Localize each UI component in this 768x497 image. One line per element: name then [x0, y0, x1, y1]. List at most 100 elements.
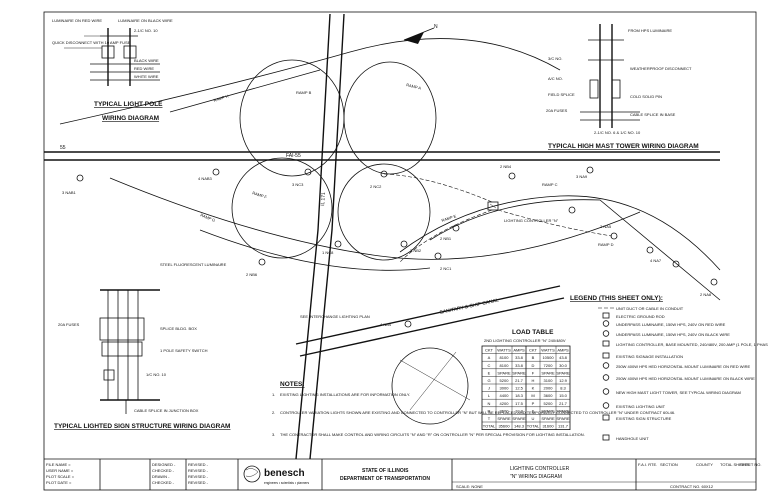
ss-note-5: 1/C NO. 10 [146, 372, 167, 377]
high-mast-icon [602, 388, 610, 395]
hm-title: TYPICAL HIGH MAST TOWER WIRING DIAGRAM [548, 143, 699, 150]
light-fixture-icon [380, 170, 388, 178]
light-fixture-icon [646, 246, 654, 254]
designed-label: DESIGNED - [152, 462, 176, 467]
firm-name: benesch [264, 468, 305, 479]
svg-text:3.: 3. [272, 432, 275, 437]
light-fixture-icon [404, 320, 412, 328]
legend-block: LEGEND (THIS SHEET ONLY): UNIT DUCT OR C… [570, 295, 768, 441]
revised-label-1: REVISED - [188, 462, 209, 467]
ramp-label-f: RAMP F [252, 190, 268, 200]
hm-note-6: FIELD SPLICE [548, 92, 575, 97]
load-table-cell: SPARE [512, 416, 526, 421]
light-fixture-icon [452, 224, 460, 232]
sign-structure-diagram: STEEL FLUORESCENT LUMINAIRE 20A FUSES SP… [54, 262, 230, 430]
lp-note-2: LUMINAIRE ON BLACK WIRE [118, 18, 173, 23]
load-table-cell: 148.3 [514, 424, 525, 429]
load-table-header: AMPS [557, 348, 569, 353]
load-table-cell: 10.8 [515, 408, 524, 413]
load-table-cell: 21.7 [515, 378, 524, 383]
light-label: 2 NB1 [440, 236, 452, 241]
load-table: LOAD TABLE 2ND LIGHTING CONTROLLER "N" 2… [481, 329, 571, 430]
plot-date-label: PLOT DATE = [46, 480, 72, 485]
high-mast-diagram: FROM HPS LUMINAIRE 3/C NO. A/C NO. WEATH… [546, 24, 699, 150]
load-table-cell: N [488, 401, 491, 406]
canal-bottom [299, 297, 565, 357]
light-fixture-icon [672, 260, 680, 268]
revised-label-2: REVISED - [188, 468, 209, 473]
ramp-label-e: RAMP E [441, 213, 457, 223]
ss-note-1: STEEL FLUORESCENT LUMINAIRE [160, 262, 227, 267]
load-table-cell: 2000 [544, 386, 554, 391]
revised-label-3: REVISED - [188, 474, 209, 479]
svg-text:1.: 1. [272, 392, 275, 397]
light-label: 4 NA4 [380, 322, 392, 327]
field-section: SECTION [660, 462, 678, 467]
light-label: 2 NB4 [500, 164, 512, 169]
light-label: 2 NA8 [700, 292, 712, 297]
load-table-cell: 5200 [544, 401, 554, 406]
legend-item-label: 250W 400W HPS HED HORIZONTAL MOUNT LUMIN… [616, 364, 750, 369]
canal-top [295, 285, 561, 345]
ss-note-4: 1 POLE SAFETY SWITCH [160, 348, 208, 353]
light-fixture-icon [258, 258, 266, 266]
load-table-cell: SPARE [541, 416, 555, 421]
light-label: 4 NA7 [650, 258, 662, 263]
checked-label-2: CHECKED - [152, 480, 175, 485]
light-fixture-icon [334, 240, 342, 248]
luminaire-black-icon [602, 330, 610, 337]
plot-scale-label: PLOT SCALE = [46, 474, 75, 479]
load-table-cell: 8100 [500, 355, 510, 360]
ss-note-3: SPLICE BLDG. BOX [160, 326, 197, 331]
north-arrow-icon: N [403, 24, 438, 44]
detail-circle [391, 347, 469, 425]
load-table-cell: 10500 [542, 355, 554, 360]
route-label: IL 171 [320, 192, 327, 206]
load-table-cell: S [532, 408, 535, 413]
note-3: THE CONTRACTOR SHALL MAKE CONTROL AND WI… [280, 432, 585, 437]
load-table-cell: 17.5 [515, 401, 524, 406]
load-table-cell: 3600 [544, 393, 554, 398]
luminaire-red-icon [602, 320, 610, 327]
legend-item-label: 250W 400W HPS HED HORIZONTAL MOUNT LUMIN… [616, 376, 755, 381]
legend-item-label: ELECTRIC GROUND ROD [616, 314, 665, 319]
revised-label-4: REVISED - [188, 480, 209, 485]
user-name-label: USER NAME = [46, 468, 74, 473]
load-table-cell: G [487, 378, 490, 383]
legend-item-label: UNDERPASS LUMINAIRE, 150W HPS, 240V ON B… [616, 332, 730, 337]
legend-item-label: UNIT DUCT OR CABLE IN CONDUIT [616, 306, 684, 311]
sign-note: SEE INTERCHANGE LIGHTING PLAN [300, 314, 370, 319]
hed-luminaire-black-icon [602, 374, 610, 381]
lp-title-1: TYPICAL LIGHT POLE [94, 101, 163, 108]
load-table-cell: SPARE [497, 370, 511, 375]
load-table-cell: 18.3 [515, 393, 524, 398]
lp-note-7: WHITE WIRE [134, 74, 159, 79]
load-table-cell: 33.8 [515, 363, 524, 368]
legend-item-label: HANDHOLE UNIT [616, 436, 649, 441]
ss-title: TYPICAL LIGHTED SIGN STRUCTURE WIRING DI… [54, 423, 230, 430]
hm-note-9: 2-1/C NO. 6 & 1/C NO. 10 [594, 130, 641, 135]
load-table-subtitle: 2ND LIGHTING CONTROLLER "N" 240/480V [484, 338, 566, 343]
load-table-cell: 15.0 [559, 393, 568, 398]
title-block: FILE NAME = USER NAME = PLOT SCALE = PLO… [46, 459, 762, 490]
load-table-cell: TOTAL [527, 424, 540, 429]
load-table-cell: B [532, 355, 535, 360]
sheet-title-1: LIGHTING CONTROLLER [510, 466, 570, 472]
field-total: TOTAL SHEETS [720, 462, 750, 467]
load-table-cell: 4200 [500, 401, 510, 406]
hm-note-5: COLD SOLID PIN [630, 94, 662, 99]
north-label: N [434, 24, 438, 30]
light-label: 2 NC2 [370, 184, 382, 189]
lp-note-5: BLACK WIRE [134, 58, 159, 63]
load-table-cell: J [488, 386, 490, 391]
load-table-cell: SPARE [556, 416, 570, 421]
ground-rod-icon [602, 312, 610, 319]
loop-ne [343, 61, 437, 175]
hm-note-3: A/C NO. [548, 76, 563, 81]
route-road-left [295, 13, 331, 460]
signage-icon [602, 352, 610, 359]
existing-light-icon [602, 402, 610, 409]
load-table-cell: 43.8 [559, 355, 568, 360]
light-fixture-icon [610, 232, 618, 240]
load-table-cell: 2600 [500, 408, 510, 413]
